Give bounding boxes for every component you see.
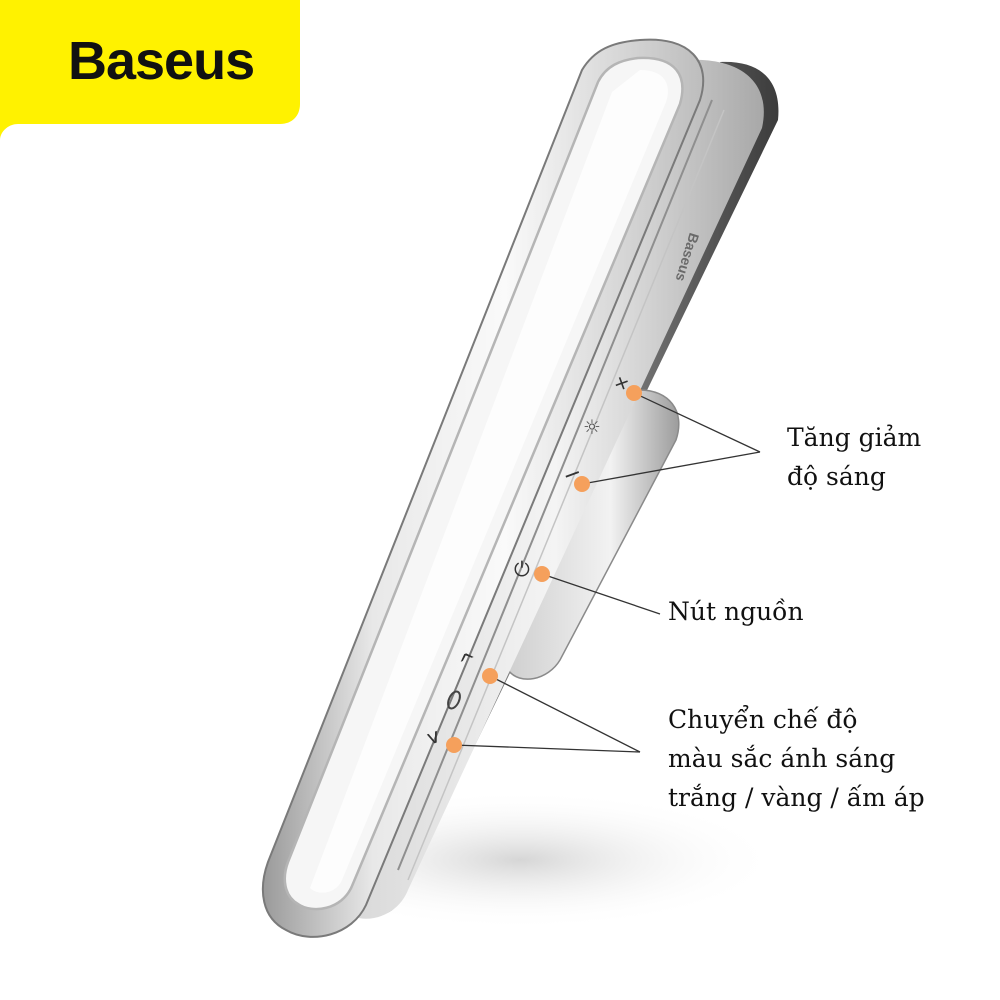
brand-logo: Baseus: [68, 31, 255, 91]
callout-color-mode-line1: Chuyển chế độ: [668, 705, 858, 734]
marker-brightness-down: [574, 476, 590, 492]
panel-reflection: [310, 70, 668, 893]
callout-brightness: Tăng giảm độ sáng: [787, 418, 921, 496]
marker-mode-down: [446, 737, 462, 753]
callout-power: Nút nguồn: [668, 592, 804, 631]
callout-color-mode-line2: màu sắc ánh sáng: [668, 744, 896, 773]
callout-brightness-line1: Tăng giảm: [787, 423, 922, 452]
mode-indicator-icon: [447, 690, 461, 710]
callout-color-mode: Chuyển chế độ màu sắc ánh sáng trắng / v…: [668, 700, 925, 817]
callout-power-line1: Nút nguồn: [668, 597, 804, 626]
marker-mode-up: [482, 668, 498, 684]
brightness-icon: ☼: [583, 415, 601, 439]
marker-power: [534, 566, 550, 582]
brand-badge: [0, 0, 300, 140]
callout-brightness-line2: độ sáng: [787, 462, 886, 491]
callout-color-mode-line3: trắng / vàng / ấm áp: [668, 783, 925, 812]
marker-dots: [446, 385, 642, 753]
callout-lines: [453, 392, 761, 753]
control-strip-line-2: [407, 109, 725, 881]
mounting-plate: [507, 389, 680, 680]
marker-brightness-up: [626, 385, 642, 401]
power-button[interactable]: ⏻: [514, 557, 530, 581]
